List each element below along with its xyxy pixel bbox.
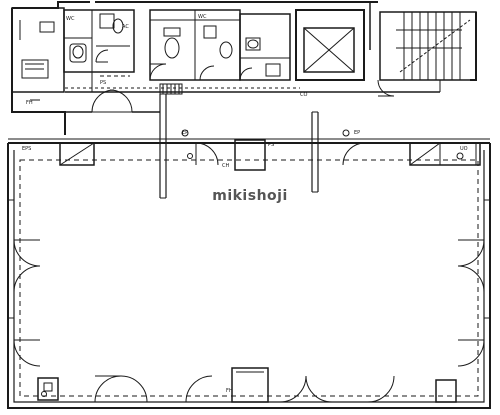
label-wc-mid: WC	[198, 14, 207, 20]
label-ceiling: CH	[222, 163, 229, 169]
watermark: mikishoji	[212, 188, 288, 204]
label-ep: EP	[182, 130, 188, 136]
label-ep-right: EP	[354, 130, 360, 136]
label-fh-bottom: FH	[226, 388, 233, 394]
label-eps: EPS	[22, 146, 31, 152]
label-co: CO	[300, 92, 307, 98]
label-wc-left: WC	[66, 16, 75, 22]
label-ps-center: PS	[268, 142, 274, 148]
label-ac: AC	[122, 24, 129, 30]
label-fh: FH	[26, 100, 33, 106]
label-ps: PS	[100, 80, 106, 86]
label-uo: UO	[460, 146, 468, 152]
office-floor	[7, 129, 491, 409]
service-core	[11, 1, 477, 199]
